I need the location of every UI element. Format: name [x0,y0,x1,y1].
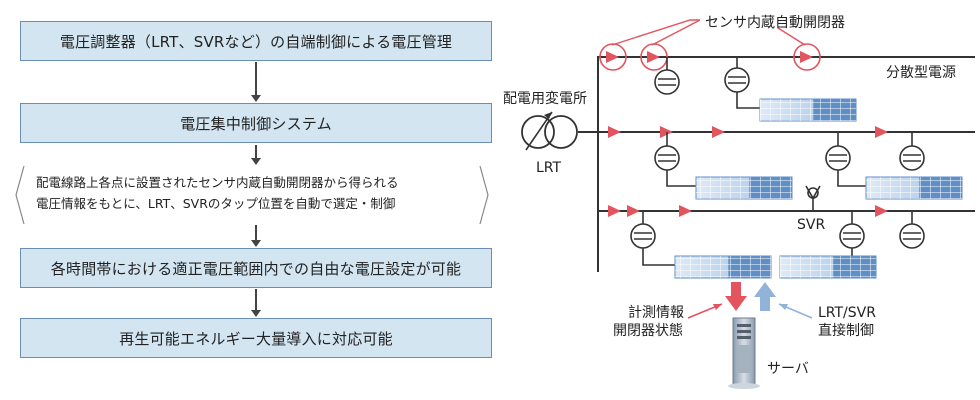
distribution-diagram: センサ内蔵自動開閉器 分散型電源 配電用変電所 LRT SVR 計測情報 開閉器… [503,15,975,389]
flow-arrow-2 [251,145,261,165]
control-label-1: LRT/SVR [818,305,876,321]
svr-label: SVR [797,217,825,233]
switch-f2-3 [712,126,725,138]
measurement-down-arrow [725,282,747,311]
pv-panel-5 [779,255,877,279]
callout-line-1 [611,19,700,46]
flow-arrow-1 [251,62,261,102]
meter-f3-2 [839,211,865,263]
flow-step-free-voltage-text: 各時間帯における適正電圧範囲内での自由な電圧設定が可能 [50,259,462,278]
flow-arrow-3 [251,225,261,247]
lrt-arrow [525,111,553,151]
flow-step-renewables: 再生可能エネルギー大量導入に対応可能 [20,318,492,358]
meter-f1-2 [724,57,760,109]
meter-f2-1 [654,132,696,187]
callout-line-2 [651,19,701,46]
measurement-label-1: 計測情報 [628,305,684,321]
meter-f2-2 [825,132,866,187]
flow-step-central-control: 電圧集中制御システム [20,103,492,143]
note-line-2: 電圧情報をもとに、LRT、SVRのタップ位置を自動で選定・制御 [36,196,396,211]
transformer-coil-1 [521,115,555,149]
switch-f3-1 [608,205,621,217]
measurement-label-2: 開閉器状態 [613,323,683,339]
pv-panel-1 [759,98,857,122]
control-label-2: 直接制御 [818,322,874,339]
sensor-switch-3 [793,43,821,71]
flow-step-central-control-text: 電圧集中制御システム [180,114,332,133]
flow-arrow-4 [251,289,261,317]
switch-f2-4 [875,126,888,138]
flow-step-renewables-text: 再生可能エネルギー大量導入に対応可能 [119,329,393,348]
sensor-switch-label: センサ内蔵自動開閉器 [705,15,845,31]
switch-f2-1 [608,126,621,138]
note-line-1: 配電線路上各点に設置されたセンサ内蔵自動開閉器から得られる [36,175,399,190]
callout-line-3 [777,27,806,46]
distributed-source-label: 分散型電源 [886,65,956,81]
flow-step-free-voltage: 各時間帯における適正電圧範囲内での自由な電圧設定が可能 [20,248,492,288]
central-control-note: 配電線路上各点に設置されたセンサ内蔵自動開閉器から得られる 電圧情報をもとに、L… [36,172,476,214]
meter-f1-1 [654,57,680,95]
switch-f3-2 [627,205,640,217]
meter-f3-1 [630,211,675,266]
transformer-coil-2 [544,115,578,149]
lrt-label: LRT [536,160,562,176]
svr-symbol [805,185,821,211]
sensor-switch-1 [599,43,627,71]
meter-f2-3 [899,132,925,171]
pv-panel-4 [674,255,772,279]
substation-label: 配電用変電所 [503,90,587,107]
control-up-arrow [754,282,776,311]
meter-f3-3 [899,211,925,249]
flow-step-self-control: 電圧調整器（LRT、SVRなど）の自端制御による電圧管理 [20,21,492,61]
server-icon [728,317,760,389]
server-label: サーバ [767,361,809,377]
switch-f3-3 [679,205,692,217]
note-brackets [15,165,489,225]
flow-step-self-control-text: 電圧調整器（LRT、SVRなど）の自端制御による電圧管理 [59,32,453,51]
pv-panel-3 [865,176,963,200]
switch-f3-4 [875,205,888,217]
pv-panel-2 [695,176,793,200]
